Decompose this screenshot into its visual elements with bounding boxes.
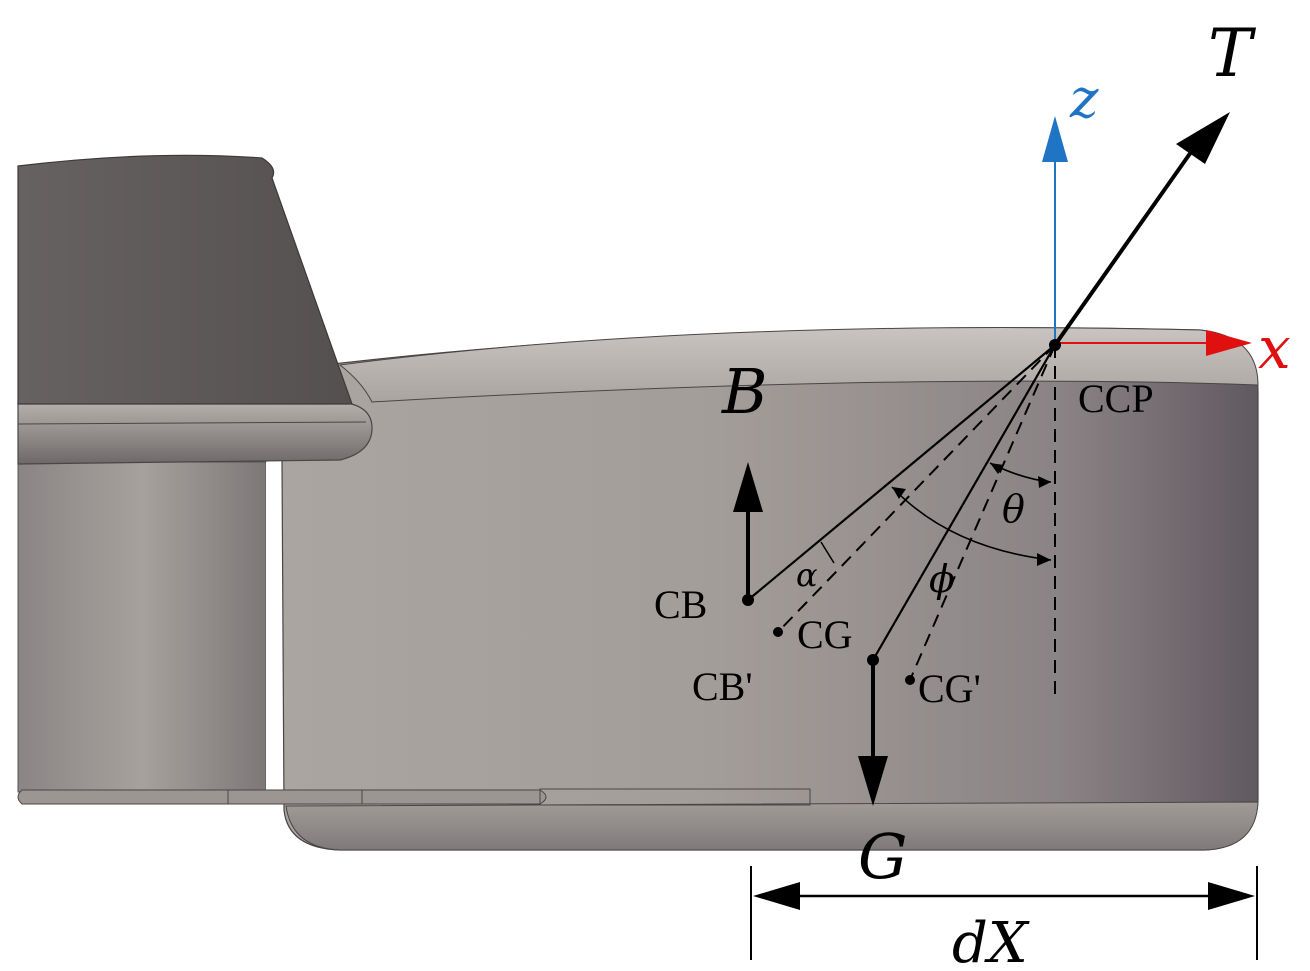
cg-prime-point [905, 675, 915, 685]
cb-point [742, 594, 754, 606]
thrust-vector-arrowhead [1176, 112, 1230, 164]
hull-plate [17, 401, 373, 465]
labels: T z x B G CCP CB CB' CG CG' θ ϕ α dX [654, 15, 1291, 971]
cg-point [867, 654, 879, 666]
alpha-tick [820, 541, 835, 564]
label-gravity: G [858, 820, 908, 893]
hull-model [17, 154, 1259, 851]
line-ccp-cb [747, 344, 1056, 601]
label-buoyancy: B [721, 355, 768, 428]
axes [1042, 116, 1252, 356]
points [742, 339, 1061, 685]
hull-fin [17, 154, 353, 405]
dx-dimension [750, 866, 1258, 960]
thrust-vector-line [1053, 143, 1198, 347]
dx-right-arrowhead [1208, 882, 1255, 910]
line-ccp-cb-prime [777, 344, 1056, 633]
line-ccp-cg [872, 344, 1056, 661]
label-ccp: CCP [1078, 376, 1154, 421]
cb-prime-point [773, 627, 783, 637]
hull-column [17, 461, 267, 793]
x-axis-arrowhead [1206, 330, 1252, 356]
label-theta: θ [1002, 487, 1025, 531]
label-thrust: T [1208, 15, 1257, 92]
ccp-point [1049, 339, 1061, 351]
geometry-lines [747, 344, 1056, 695]
label-dx: dX [952, 911, 1030, 971]
label-z-axis: z [1069, 67, 1099, 130]
buoyancy-vector-arrowhead [733, 462, 763, 512]
gravity-vector-arrowhead [858, 756, 888, 806]
label-cg: CG [797, 612, 853, 657]
label-alpha: α [796, 556, 818, 594]
label-cg-prime: CG' [918, 666, 981, 711]
label-x-axis: x [1258, 314, 1291, 382]
hull-bottom-surface [285, 801, 1259, 851]
phi-arc [891, 486, 1052, 561]
hull-rail [17, 789, 547, 805]
line-ccp-cg-prime [909, 344, 1056, 681]
z-axis-arrowhead [1042, 116, 1068, 162]
label-phi: ϕ [929, 557, 955, 601]
hull-slot [266, 462, 282, 792]
hull-top-surface [338, 327, 1259, 403]
force-vectors [733, 112, 1230, 806]
label-cb: CB [654, 582, 707, 627]
dx-left-arrowhead [753, 882, 800, 910]
label-cb-prime: CB' [692, 664, 753, 709]
